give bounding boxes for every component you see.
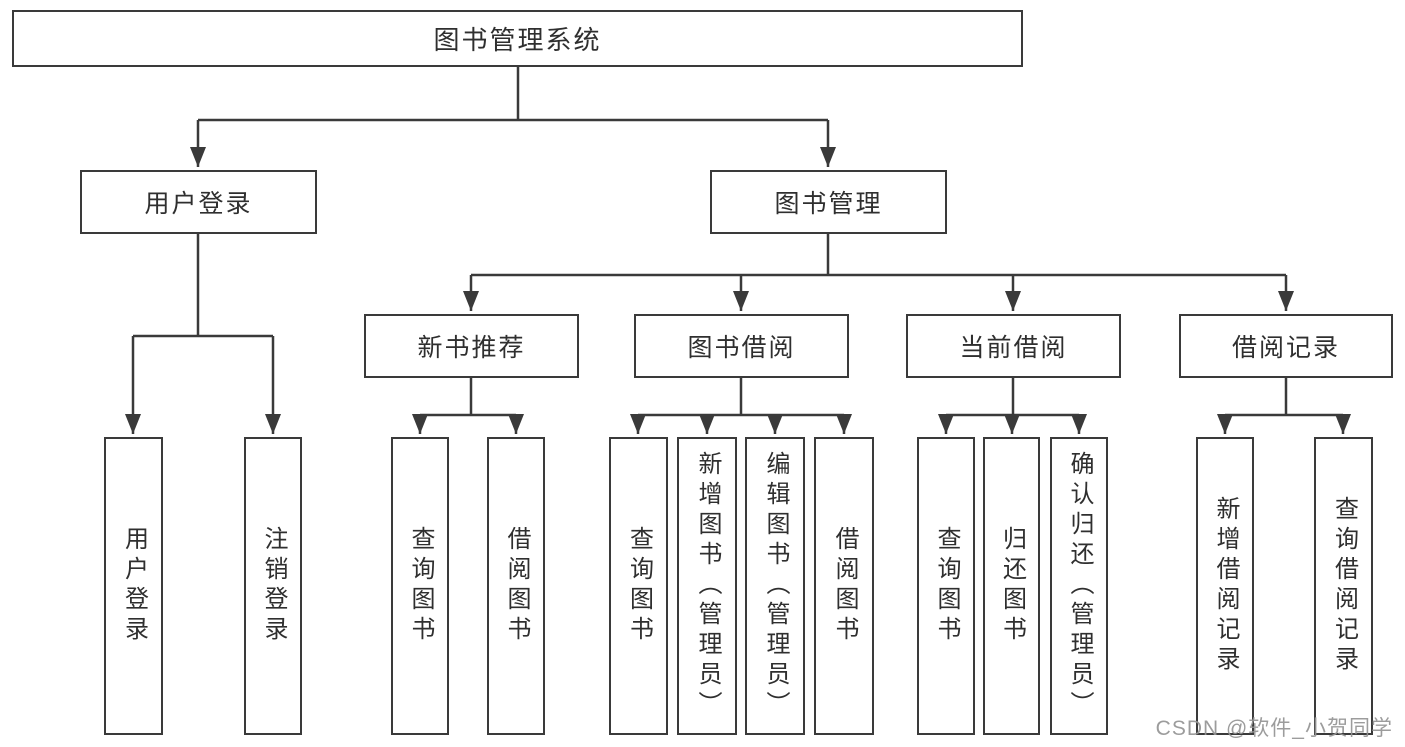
- leaf-user-login: 用户登录: [104, 437, 163, 735]
- leaf-current-return-books-label: 归还图书: [998, 526, 1026, 646]
- leaf-records-add-record-label: 新增借阅记录: [1212, 496, 1239, 676]
- leaf-current-query-books-label: 查询图书: [933, 526, 960, 646]
- leaf-current-confirm-return-admin: 确认归还（管理员）: [1050, 437, 1108, 735]
- leaf-borrow-add-books-admin: 新增图书（管理员）: [677, 437, 737, 735]
- leaf-logout: 注销登录: [244, 437, 302, 735]
- leaf-borrow-query-books-label: 查询图书: [625, 526, 653, 646]
- leaf-borrow-borrow-books-label: 借阅图书: [831, 526, 858, 646]
- node-book-management-branch: 图书管理: [710, 170, 947, 234]
- leaf-current-query-books: 查询图书: [917, 437, 975, 735]
- leaf-user-login-label: 用户登录: [120, 526, 148, 646]
- leaf-borrow-add-books-admin-label: 新增图书（管理员）: [694, 451, 721, 721]
- leaf-recommend-borrow-books-label: 借阅图书: [503, 526, 530, 646]
- leaf-borrow-query-books: 查询图书: [609, 437, 668, 735]
- leaf-records-query-record-label: 查询借阅记录: [1330, 496, 1358, 676]
- node-user-login-branch: 用户登录: [80, 170, 317, 234]
- leaf-recommend-query-books-label: 查询图书: [407, 526, 434, 646]
- leaf-current-return-books: 归还图书: [983, 437, 1040, 735]
- leaf-borrow-edit-books-admin: 编辑图书（管理员）: [745, 437, 805, 735]
- leaf-borrow-edit-books-admin-label: 编辑图书（管理员）: [762, 451, 789, 721]
- node-new-book-recommend: 新书推荐: [364, 314, 579, 378]
- leaf-logout-label: 注销登录: [260, 526, 287, 646]
- node-book-borrow: 图书借阅: [634, 314, 849, 378]
- csdn-watermark: CSDN @软件_小贺同学: [1155, 717, 1393, 740]
- leaf-recommend-borrow-books: 借阅图书: [487, 437, 545, 735]
- leaf-records-query-record: 查询借阅记录: [1314, 437, 1373, 735]
- leaf-current-confirm-return-admin-label: 确认归还（管理员）: [1066, 451, 1093, 721]
- connector-arrows: [125, 120, 1351, 434]
- leaf-borrow-borrow-books: 借阅图书: [814, 437, 874, 735]
- node-root-system: 图书管理系统: [12, 10, 1023, 67]
- node-borrow-records: 借阅记录: [1179, 314, 1393, 378]
- node-current-borrow: 当前借阅: [906, 314, 1121, 378]
- leaf-records-add-record: 新增借阅记录: [1196, 437, 1254, 735]
- leaf-recommend-query-books: 查询图书: [391, 437, 449, 735]
